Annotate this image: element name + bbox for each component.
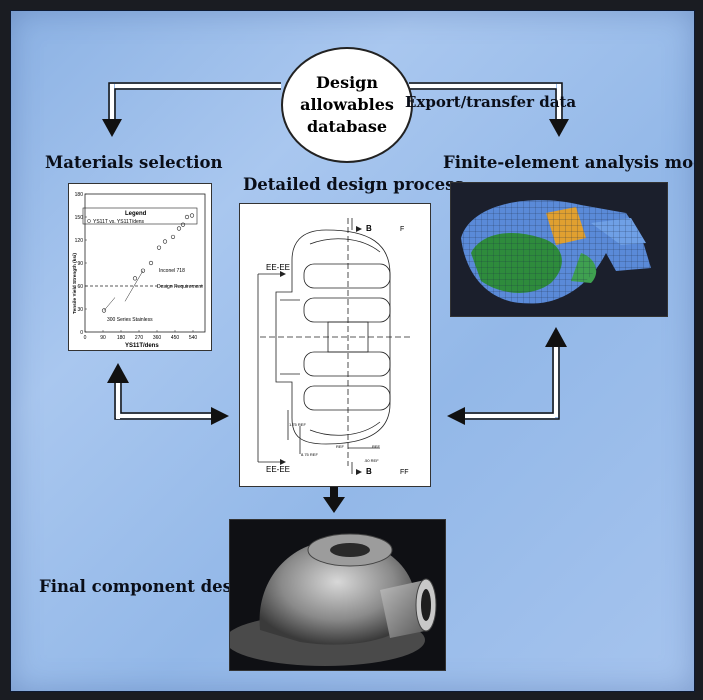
fea-model-image [450, 182, 668, 317]
materials-scatter-plot: Legend YS11T vs. YS11T/dens Tensile Yiel… [72, 192, 206, 349]
design-requirement-label: Design Requirement [157, 284, 203, 290]
arrow-left-detailed [447, 407, 465, 425]
ref-dimension-3: REF [336, 444, 345, 449]
database-line-3: database [306, 117, 388, 136]
arrow-down-fea [549, 119, 569, 137]
y-tick-label: 150 [75, 215, 84, 221]
fea-model-title: Finite-element analysis model [443, 153, 695, 172]
connector-fea-detailed [465, 347, 560, 420]
ref-dimension-2: 8.75 REF [301, 452, 318, 457]
y-tick-label: 180 [75, 192, 84, 198]
final-component-photo [229, 519, 446, 671]
database-line-2: allowables [300, 95, 394, 114]
ref-dimension-5: .50 REF [364, 458, 379, 463]
data-point [180, 222, 186, 227]
materials-selection-title: Materials selection [45, 153, 223, 172]
inconel-leader [124, 270, 144, 302]
data-point [176, 226, 182, 231]
casing-outline-right [325, 229, 391, 445]
data-point [184, 214, 190, 220]
legend-marker [87, 219, 91, 223]
arrow-up-fea [545, 327, 567, 347]
data-point [140, 268, 146, 273]
database-line-1: Design [316, 73, 378, 92]
materials-chart: Legend YS11T vs. YS11T/dens Tensile Yiel… [68, 183, 212, 351]
flow-connectors [102, 82, 569, 513]
component-render [230, 533, 437, 666]
cut-label-top: B [366, 224, 372, 233]
ref-dimension-1: 1.75 REF [289, 422, 306, 427]
connector-db-to-fea [409, 82, 563, 119]
x-tick-label: 360 [153, 335, 162, 341]
y-tick-label: 90 [77, 261, 83, 267]
section-label-bottom: EE-EE [266, 465, 290, 474]
y-tick-label: 120 [75, 238, 84, 244]
connector-materials-detailed [114, 383, 211, 420]
f-label-top: F [400, 226, 404, 233]
final-component-title: Final component design [39, 577, 262, 596]
data-point [162, 239, 168, 244]
f-label-bottom: FF [400, 469, 409, 476]
design-allowables-database: Design allowables database [281, 47, 413, 163]
data-point [189, 213, 195, 218]
fea-mesh-render [461, 200, 651, 304]
arrow-down-final-shaft [330, 487, 338, 497]
engineering-drawing: EE-EE EE-EE B B F FF 1.75 REF 8.75 REF R… [239, 203, 431, 487]
y-tick-label: 0 [80, 330, 83, 336]
arrow-right-detailed [211, 407, 229, 425]
casing-outline-left [275, 229, 327, 445]
x-tick-label: 90 [100, 335, 106, 341]
diagram-panel: Design allowables database Export/transf… [10, 10, 695, 692]
connector-db-to-materials [108, 82, 281, 119]
export-transfer-label: Export/transfer data [405, 93, 577, 111]
data-point [101, 308, 107, 313]
legend-title: Legend [125, 211, 147, 217]
y-axis-label: Tensile Yield Strength (ksi) [72, 253, 78, 314]
x-tick-label: 270 [135, 335, 144, 341]
annotation-stainless: 300 Series Stainless [107, 317, 153, 323]
x-axis-label: YS11T/dens [125, 343, 159, 349]
x-tick-label: 450 [171, 335, 180, 341]
annotation-inconel: Inconel 718 [159, 268, 185, 274]
legend-box [82, 207, 198, 225]
data-point [156, 245, 162, 250]
x-tick-label: 540 [189, 335, 198, 341]
detailed-design-title: Detailed design process [243, 175, 464, 194]
section-drawing: EE-EE EE-EE B B F FF 1.75 REF 8.75 REF R… [257, 218, 412, 476]
y-tick-label: 60 [77, 284, 83, 290]
arrow-up-materials [107, 363, 129, 383]
legend-entry: YS11T vs. YS11T/dens [93, 219, 145, 225]
arrow-down-materials [102, 119, 122, 137]
cut-label-bottom: B [366, 467, 372, 476]
arrow-down-final [323, 497, 345, 513]
data-point [170, 234, 176, 240]
y-tick-label: 30 [77, 307, 83, 313]
stainless-leader [103, 297, 116, 311]
x-tick-label: 180 [117, 335, 126, 341]
ref-dimension-4: REF [372, 444, 381, 449]
data-point [132, 276, 138, 281]
data-point [148, 260, 154, 266]
section-label-top: EE-EE [266, 263, 290, 272]
x-tick-label: 0 [84, 335, 87, 341]
